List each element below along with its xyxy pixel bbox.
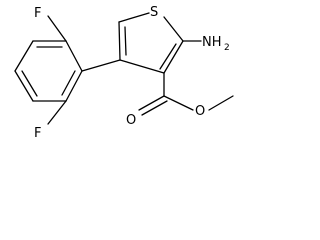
bond-c2-c3 <box>163 40 184 74</box>
bond-oester-methyl <box>208 95 234 111</box>
ester-group <box>138 72 234 116</box>
ester-oxygen-label: O <box>195 104 205 119</box>
bond-carbonyl-o-double-b <box>141 100 168 116</box>
difluorophenyl-ring <box>14 40 83 102</box>
bond-c3-c4 <box>119 59 165 74</box>
bond-ar6-ar1-inner <box>61 70 76 96</box>
bond-carbonyl-oester <box>163 95 194 111</box>
carbonyl-oxygen-label: O <box>126 113 136 128</box>
bond-c5-s <box>118 12 150 23</box>
bond-ar1-ar2 <box>65 40 83 72</box>
sulfur-label: S <box>150 5 158 20</box>
bond-ar3-ar4 <box>14 40 34 72</box>
bond-c4-c5-inner <box>124 26 127 56</box>
bond-ar2-f <box>47 15 67 42</box>
molecule-structure: S NH 2 F F O O <box>14 5 234 141</box>
bond-c4-c5 <box>118 21 121 61</box>
fluorine-bottom-label: F <box>34 126 41 141</box>
bond-ar4-ar5 <box>14 70 34 102</box>
fluorine-top-label: F <box>34 6 41 21</box>
bond-thiophene-aryl <box>81 59 121 72</box>
bond-ar4-ar5-inner <box>21 70 38 97</box>
bond-c2-c3-inner <box>159 43 177 70</box>
amine-label: NH <box>202 35 222 50</box>
bond-s-c2 <box>163 16 184 42</box>
bond-ar6-f <box>47 100 67 125</box>
thiophene-ring <box>118 12 184 74</box>
bond-carbonyl-o-double-a <box>138 95 165 111</box>
amine-subscript-label: 2 <box>224 43 230 53</box>
bond-ar6-ar1 <box>65 70 83 102</box>
